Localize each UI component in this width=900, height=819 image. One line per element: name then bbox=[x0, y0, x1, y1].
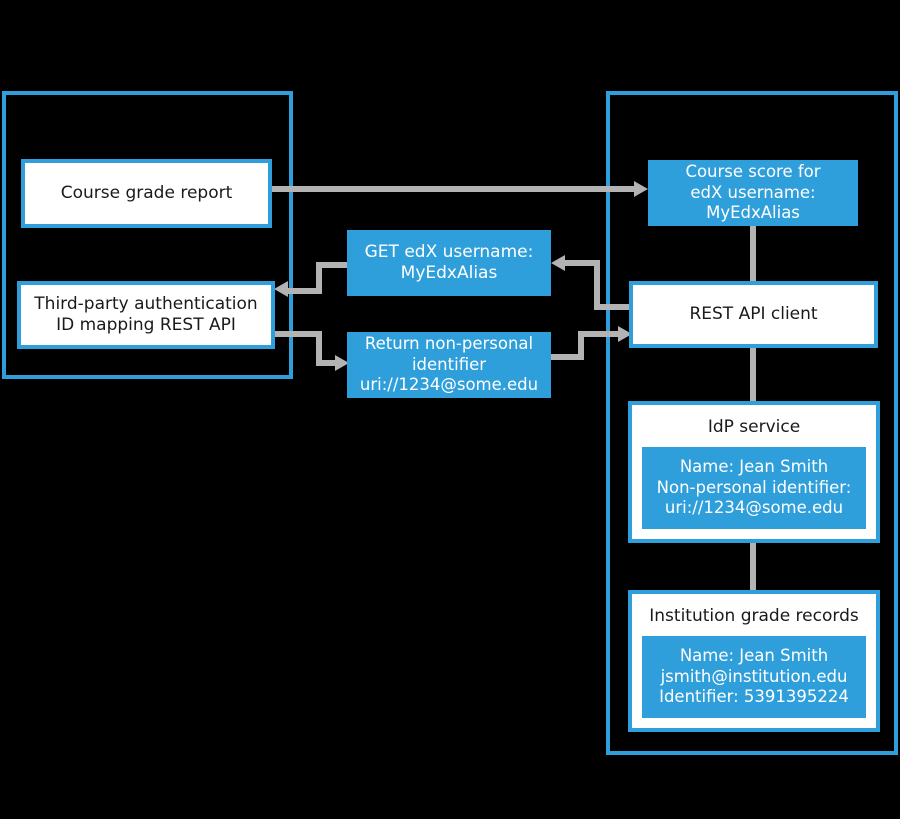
node-institution-grade-records-record: Name: Jean Smith jsmith@institution.edu … bbox=[642, 636, 866, 719]
node-idp-service-caption: IdP service bbox=[707, 417, 801, 437]
connector-get-edx-username-down-segment bbox=[316, 262, 322, 294]
arrowhead-get-edx-username-in bbox=[551, 255, 565, 271]
arrowhead-rest-api-client-in bbox=[618, 326, 632, 342]
connector-rest-api-client-to-idp-service bbox=[750, 346, 756, 404]
connector-return-identifier-out bbox=[551, 354, 584, 360]
node-rest-api-client-line-0: REST API client bbox=[689, 303, 818, 324]
node-institution-grade-records-line-0: Name: Jean Smith bbox=[679, 645, 829, 665]
node-course-grade-report-line-0: Course grade report bbox=[60, 182, 233, 203]
node-return-identifier-line-0: Return non-personal bbox=[364, 334, 534, 354]
node-institution-grade-records-line-2: Identifier: 5391395224 bbox=[659, 687, 849, 707]
node-return-identifier-line-1: identifier bbox=[411, 354, 487, 374]
node-institution-grade-records-caption: Institution grade records bbox=[649, 606, 859, 626]
arrowhead-course-score-in bbox=[634, 181, 648, 197]
connector-idp-service-to-institution-grade-records bbox=[750, 541, 756, 593]
node-course-score[interactable]: Course score for edX username: MyEdxAlia… bbox=[648, 160, 858, 226]
connector-third-party-auth-api-out bbox=[274, 331, 322, 337]
connector-third-party-auth-down-segment bbox=[316, 331, 322, 363]
node-return-identifier[interactable]: Return non-personal identifier uri://123… bbox=[347, 332, 551, 398]
node-rest-api-client[interactable]: REST API client bbox=[629, 281, 878, 348]
node-course-grade-report[interactable]: Course grade report bbox=[21, 159, 272, 228]
node-institution-grade-records-line-1: jsmith@institution.edu bbox=[660, 666, 848, 686]
connector-get-edx-username-out bbox=[316, 262, 349, 268]
node-course-score-line-1: edX username: bbox=[690, 182, 816, 202]
left-group-panel bbox=[2, 91, 293, 379]
connector-return-identifier-up-segment bbox=[578, 331, 584, 360]
node-course-score-line-0: Course score for bbox=[685, 162, 821, 182]
connector-to-third-party-auth-api bbox=[288, 288, 322, 294]
arrowhead-return-identifier-in bbox=[335, 355, 349, 371]
node-idp-service[interactable]: IdP service Name: Jean Smith Non-persona… bbox=[628, 401, 880, 543]
node-third-party-auth-api-line-1: ID mapping REST API bbox=[56, 315, 236, 335]
connector-course-score-to-rest-api-client bbox=[750, 226, 756, 283]
node-idp-service-line-0: Name: Jean Smith bbox=[679, 456, 829, 476]
right-group-panel bbox=[606, 91, 898, 755]
node-course-score-line-2: MyEdxAlias bbox=[706, 203, 800, 223]
node-institution-grade-records[interactable]: Institution grade records Name: Jean Smi… bbox=[628, 590, 880, 732]
node-get-edx-username-line-1: MyEdxAlias bbox=[400, 263, 498, 283]
connector-course-grade-report-to-course-score bbox=[271, 186, 634, 192]
node-get-edx-username-line-0: GET edX username: bbox=[364, 241, 534, 262]
arrowhead-third-party-auth-api-in bbox=[274, 281, 288, 297]
node-return-identifier-line-2: uri://1234@some.edu bbox=[359, 375, 539, 395]
node-idp-service-record: Name: Jean Smith Non-personal identifier… bbox=[642, 447, 866, 530]
connector-to-rest-api-client-lower bbox=[578, 331, 622, 337]
node-get-edx-username[interactable]: GET edX username: MyEdxAlias bbox=[347, 230, 551, 296]
node-idp-service-line-2: uri://1234@some.edu bbox=[664, 498, 844, 518]
node-third-party-auth-api[interactable]: Third-party authentication ID mapping RE… bbox=[17, 281, 275, 349]
node-idp-service-line-1: Non-personal identifier: bbox=[656, 477, 852, 497]
connector-to-get-edx-username bbox=[561, 260, 600, 266]
connector-to-return-identifier bbox=[316, 360, 337, 366]
connector-rest-api-client-up-segment bbox=[594, 260, 600, 310]
connector-rest-api-client-out-upper bbox=[594, 304, 634, 310]
node-third-party-auth-api-line-0: Third-party authentication bbox=[34, 293, 258, 314]
